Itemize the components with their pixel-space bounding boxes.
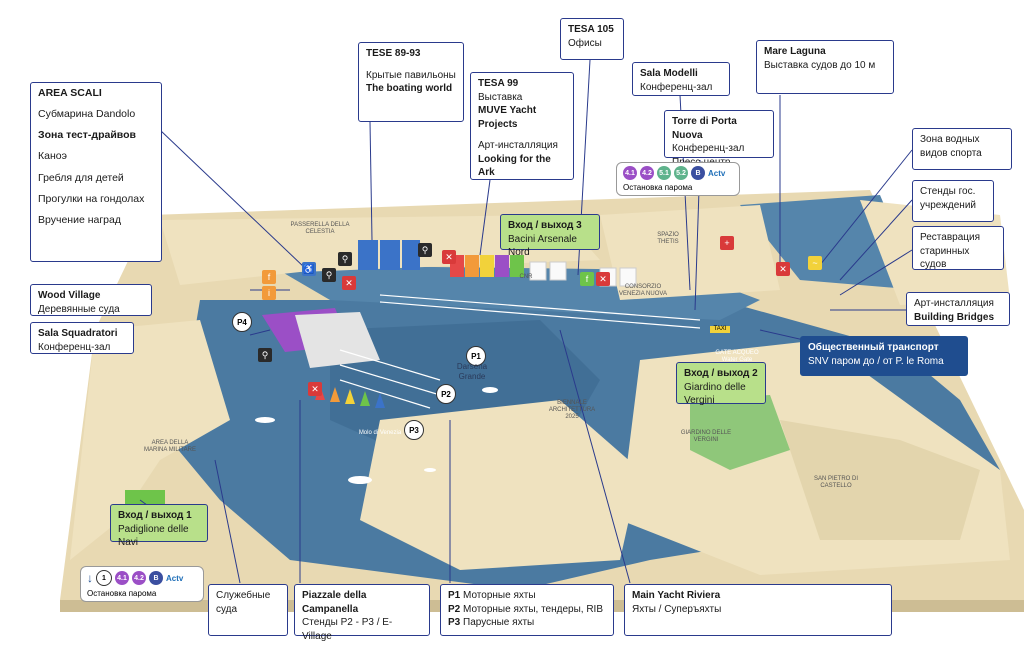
land-south xyxy=(360,400,640,570)
ferry-stop-top: 4.1 4.2 5.1 5.2 B Actv Остановка парома xyxy=(616,162,740,196)
info-icon: i xyxy=(262,286,276,300)
ferry-line-badge: B xyxy=(691,166,705,180)
celestia-label: PASSERELLA DELLA CELESTIA xyxy=(290,222,350,236)
marina-piers xyxy=(339,294,701,409)
ferry-line-badge: 5.1 xyxy=(657,166,671,180)
label-mare-laguna: Mare Laguna Выставка судов до 10 м xyxy=(756,40,894,94)
toilet-icon: ⚲ xyxy=(322,268,336,282)
actv-logo: Actv xyxy=(708,168,726,178)
label-tesa-105: TESA 105 Офисы xyxy=(560,18,624,60)
label-piazzale-campanella: Piazzale della Campanella Стенды P2 - P3… xyxy=(294,584,430,642)
label-public-transport: Общественный транспорт SNV паром до / от… xyxy=(800,336,968,376)
no-entry-icon: ✕ xyxy=(776,262,790,276)
label-entry-1[interactable]: Вход / выход 1 Padiglione delle Navi xyxy=(110,504,208,548)
label-tesa-99: TESA 99 Выставка MUVE Yacht Projects Арт… xyxy=(470,72,574,180)
ferry-line-badge: 4.1 xyxy=(623,166,637,180)
ferry-stop-text: Остановка парома xyxy=(87,589,157,598)
label-gov-stands: Стенды гос. учреждений xyxy=(912,180,994,222)
label-tese-89-93: TESE 89-93 Крытые павильоны The boating … xyxy=(358,42,464,122)
restaurant-icon: f xyxy=(580,272,594,286)
sanpietro-label: SAN PIETRO DI CASTELLO xyxy=(813,476,858,490)
label-wood-village: Wood Village Деревянные суда xyxy=(30,284,152,316)
cnr-label: CNR xyxy=(519,274,533,280)
toilet-icon: ⚲ xyxy=(418,243,432,257)
boats xyxy=(255,387,498,484)
marina-label: AREA DELLA MARINA MILITARE xyxy=(144,440,196,454)
spazio-label: SPAZIO THETIS xyxy=(657,232,679,246)
label-area-scali: AREA SCALI Субмарина Dandolo Зона тест-д… xyxy=(30,82,162,262)
land-east xyxy=(780,420,980,540)
biennale-label: BIENNALE ARCHITETTURA 2025 xyxy=(548,400,596,421)
label-sala-squadratori: Sala Squadratori Конференц-зал xyxy=(30,322,134,354)
dolphin-icon: ~ xyxy=(808,256,822,270)
ferry-line-badge: 4.1 xyxy=(115,571,129,585)
no-entry-icon: ✕ xyxy=(342,276,356,290)
pin-p3[interactable]: P3 xyxy=(404,420,424,440)
actv-logo: Actv xyxy=(166,573,184,583)
toilet-icon: ⚲ xyxy=(338,252,352,266)
label-restoration: Реставрация старинных судов xyxy=(912,226,1004,270)
tese-buildings xyxy=(358,240,420,270)
ferry-line-badge: 5.2 xyxy=(674,166,688,180)
darsena-label: Darsena Grande xyxy=(456,362,488,381)
label-entry-2[interactable]: Вход / выход 2 Giardino delle Vergini xyxy=(676,362,766,406)
land-west xyxy=(70,320,230,560)
label-torre-porta-nuova: Torre di Porta Nuova Конференц-зал Пресс… xyxy=(664,110,774,168)
wc-icon: ♿ xyxy=(302,262,316,276)
no-entry-icon: ✕ xyxy=(596,272,610,286)
toilet-icon: ⚲ xyxy=(258,348,272,362)
pin-p4[interactable]: P4 xyxy=(232,312,252,332)
label-building-bridges: Арт-инсталляция Building Bridges xyxy=(906,292,1010,326)
label-sala-modelli: Sala Modelli Конференц-зал xyxy=(632,62,730,96)
grey-pavilion xyxy=(295,312,380,368)
ferry-stop-bottom: ↓ 1 4.1 4.2 B Actv Остановка парома xyxy=(80,566,204,602)
garden xyxy=(690,395,790,470)
label-water-sports: Зона водных видов спорта xyxy=(912,128,1012,170)
taxi-label: TAXI xyxy=(710,326,730,334)
gate-label: GATE ACQUEO Water Gate xyxy=(715,350,759,364)
label-entry-3[interactable]: Вход / выход 3 Bacini Arsenale Nord xyxy=(500,214,600,258)
restaurant-icon: f xyxy=(262,270,276,284)
arsenale-nord xyxy=(600,205,780,300)
label-service-boats: Служебные суда xyxy=(208,584,288,636)
no-entry-icon: ✕ xyxy=(308,382,322,396)
pin-p1[interactable]: P1 xyxy=(466,346,486,366)
ferry-stop-text: Остановка парома xyxy=(623,183,693,192)
no-entry-icon: ✕ xyxy=(442,250,456,264)
label-pontoons: P1 Моторные яхты P2 Моторные яхты, тенде… xyxy=(440,584,614,636)
ferry-line-badge: 1 xyxy=(96,570,112,586)
giardino-label: GIARDINO DELLE VERGINI xyxy=(680,430,732,444)
ferry-line-badge: B xyxy=(149,571,163,585)
consorzio-label: CONSORZIO VENEZIA NUOVA xyxy=(619,284,667,298)
pin-p2[interactable]: P2 xyxy=(436,384,456,404)
label-main-yacht-riviera: Main Yacht Riviera Яхты / Суперъяхты xyxy=(624,584,892,636)
ferry-line-badge: 4.2 xyxy=(132,571,146,585)
first-aid-icon: + xyxy=(720,236,734,250)
ferry-line-badge: 4.2 xyxy=(640,166,654,180)
arrow-down-icon: ↓ xyxy=(87,571,93,585)
molo-label: Molo di Venezia xyxy=(358,430,402,436)
